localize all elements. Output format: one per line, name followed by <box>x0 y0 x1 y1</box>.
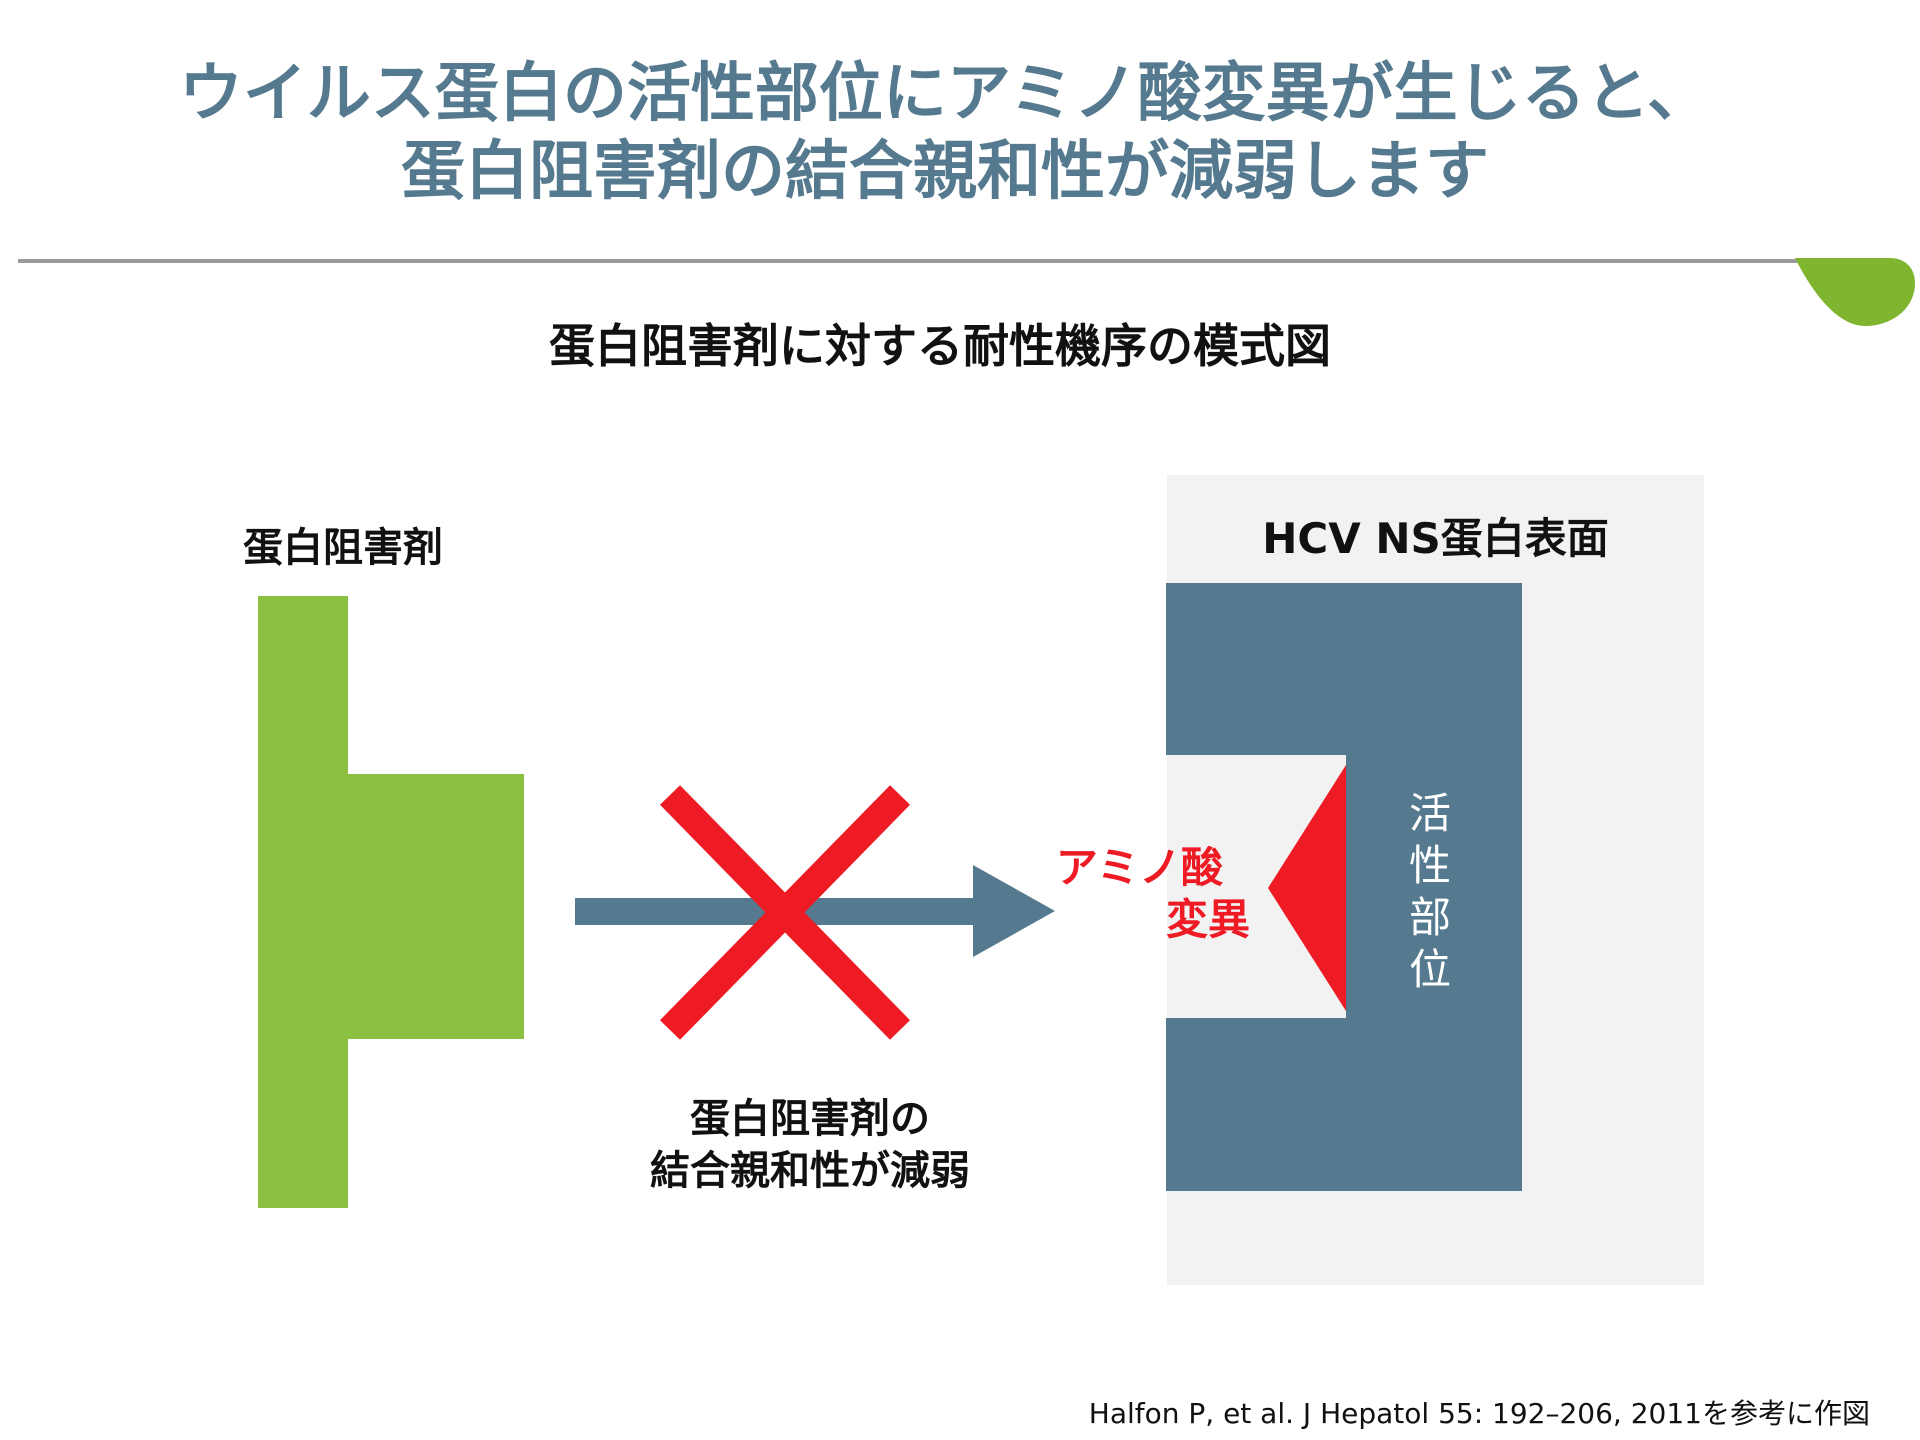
slide-title-line1: ウイルス蛋白の活性部位にアミノ酸変異が生じると、 <box>178 57 1712 131</box>
inhibitor-label: 蛋白阻害剤 <box>243 525 443 571</box>
active-site-label: 活 性 部 位 <box>1400 788 1460 996</box>
inhibitor-t-shape <box>258 596 524 1208</box>
effect-label: 蛋白阻害剤の 結合親和性が減弱 <box>550 1093 1070 1197</box>
inhibitor-shape <box>258 596 524 1208</box>
header-divider <box>18 259 1798 263</box>
active-site-char: 位 <box>1408 945 1451 994</box>
slide-title-line2: 蛋白阻害剤の結合親和性が減弱します <box>401 135 1489 209</box>
mutation-label-line1: アミノ酸 <box>1055 843 1223 892</box>
citation: Halfon P, et al. J Hepatol 55: 192–206, … <box>1088 1397 1870 1430</box>
mutation-label-line2: 変異 <box>1165 895 1250 944</box>
leaf-decoration-icon <box>1795 258 1915 326</box>
binding-arrow-head <box>973 865 1055 957</box>
blocked-cross-icon <box>660 785 910 1040</box>
protein-shape <box>1166 583 1522 1191</box>
active-site-char: 部 <box>1408 893 1451 942</box>
mutation-label: アミノ酸 変異 <box>1020 842 1250 946</box>
mutation-triangle <box>1268 765 1346 1011</box>
active-site-char: 性 <box>1408 841 1451 890</box>
effect-label-line2: 結合親和性が減弱 <box>650 1148 970 1194</box>
effect-label-line1: 蛋白阻害剤の <box>690 1096 930 1142</box>
slide-title: ウイルス蛋白の活性部位にアミノ酸変異が生じると、 蛋白阻害剤の結合親和性が減弱し… <box>0 55 1890 211</box>
protein-surface-label: HCV NS蛋白表面 <box>1262 514 1609 563</box>
protein-pocket-shape <box>1166 583 1522 1191</box>
active-site-char: 活 <box>1408 789 1451 838</box>
diagram-subtitle: 蛋白阻害剤に対する耐性機序の模式図 <box>549 319 1331 373</box>
